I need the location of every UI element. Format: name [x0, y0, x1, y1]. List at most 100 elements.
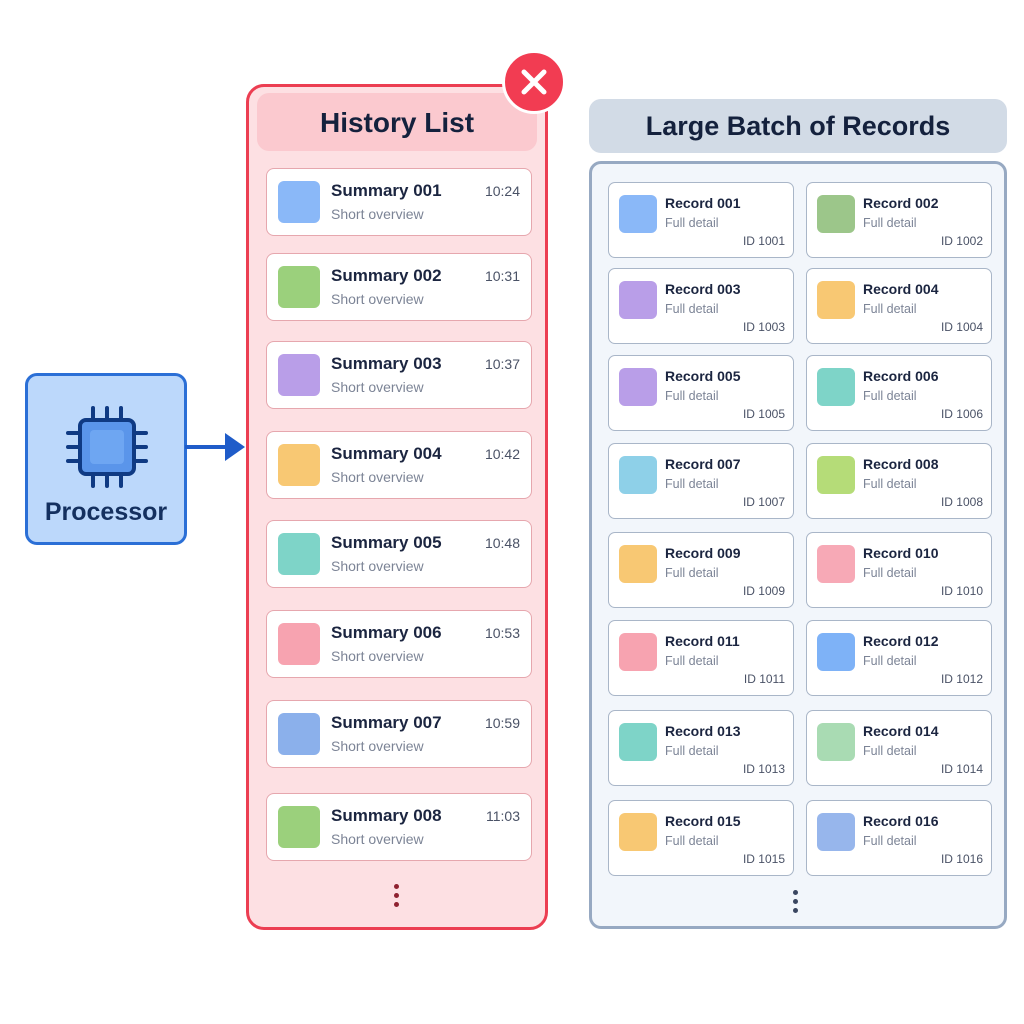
item-color-swatch — [278, 533, 320, 575]
processor-label: Processor — [44, 498, 168, 526]
record-id: ID 1004 — [940, 320, 983, 334]
record-id: ID 1008 — [940, 495, 983, 509]
record-color-swatch — [619, 456, 657, 494]
record-title: Record 004 — [863, 281, 939, 297]
more-vertical-icon — [394, 884, 400, 911]
item-subtitle: Short overview — [331, 291, 424, 307]
item-color-swatch — [278, 181, 320, 223]
record-subtitle: Full detail — [665, 477, 719, 491]
record-id: ID 1016 — [940, 852, 983, 866]
record-subtitle: Full detail — [665, 389, 719, 403]
record-color-swatch — [619, 195, 657, 233]
record-title: Record 013 — [665, 723, 741, 739]
close-button[interactable] — [502, 50, 566, 114]
item-time: 10:24 — [484, 183, 520, 199]
record-id: ID 1011 — [743, 672, 785, 686]
item-subtitle: Short overview — [331, 558, 424, 574]
item-color-swatch — [278, 623, 320, 665]
item-color-swatch — [278, 266, 320, 308]
record-color-swatch — [619, 633, 657, 671]
item-subtitle: Short overview — [331, 379, 424, 395]
record-subtitle: Full detail — [665, 302, 719, 316]
item-title: Summary 006 — [331, 623, 442, 642]
record-id: ID 1015 — [742, 852, 785, 866]
record-id: ID 1005 — [742, 407, 785, 421]
record-title: Record 008 — [863, 456, 939, 472]
record-color-swatch — [817, 813, 855, 851]
record-color-swatch — [619, 545, 657, 583]
record-title: Record 002 — [863, 195, 939, 211]
item-title: Summary 007 — [331, 713, 442, 732]
item-time: 11:03 — [486, 808, 520, 824]
record-id: ID 1007 — [742, 495, 785, 509]
records-header: Large Batch of Records — [589, 99, 1007, 153]
record-subtitle: Full detail — [863, 477, 917, 491]
item-color-swatch — [278, 354, 320, 396]
records-title: Large Batch of Records — [645, 111, 951, 141]
record-color-swatch — [817, 723, 855, 761]
more-vertical-icon — [793, 890, 799, 917]
item-time: 10:37 — [484, 356, 520, 372]
record-title: Record 010 — [863, 545, 939, 561]
record-color-swatch — [817, 456, 855, 494]
item-title: Summary 004 — [331, 444, 442, 463]
record-title: Record 011 — [665, 633, 740, 649]
item-title: Summary 001 — [331, 181, 442, 200]
history-list-header: History List — [257, 93, 537, 151]
record-id: ID 1010 — [940, 584, 983, 598]
record-subtitle: Full detail — [863, 302, 917, 316]
record-id: ID 1003 — [742, 320, 785, 334]
item-title: Summary 005 — [331, 533, 442, 552]
item-time: 10:42 — [484, 446, 520, 462]
item-subtitle: Short overview — [331, 831, 424, 847]
record-title: Record 005 — [665, 368, 741, 384]
item-color-swatch — [278, 713, 320, 755]
record-id: ID 1009 — [742, 584, 785, 598]
close-icon — [521, 69, 547, 95]
record-title: Record 016 — [863, 813, 939, 829]
record-subtitle: Full detail — [665, 654, 719, 668]
record-subtitle: Full detail — [863, 389, 917, 403]
record-color-swatch — [619, 368, 657, 406]
record-subtitle: Full detail — [863, 566, 917, 580]
record-id: ID 1002 — [940, 234, 983, 248]
record-subtitle: Full detail — [863, 744, 917, 758]
record-title: Record 003 — [665, 281, 741, 297]
record-subtitle: Full detail — [665, 834, 719, 848]
record-id: ID 1006 — [940, 407, 983, 421]
record-title: Record 012 — [863, 633, 939, 649]
item-subtitle: Short overview — [331, 469, 424, 485]
record-title: Record 014 — [863, 723, 939, 739]
item-time: 10:59 — [484, 715, 520, 731]
arrow-right-icon — [185, 433, 245, 461]
record-title: Record 007 — [665, 456, 741, 472]
record-subtitle: Full detail — [863, 834, 917, 848]
record-color-swatch — [619, 723, 657, 761]
record-subtitle: Full detail — [665, 744, 719, 758]
